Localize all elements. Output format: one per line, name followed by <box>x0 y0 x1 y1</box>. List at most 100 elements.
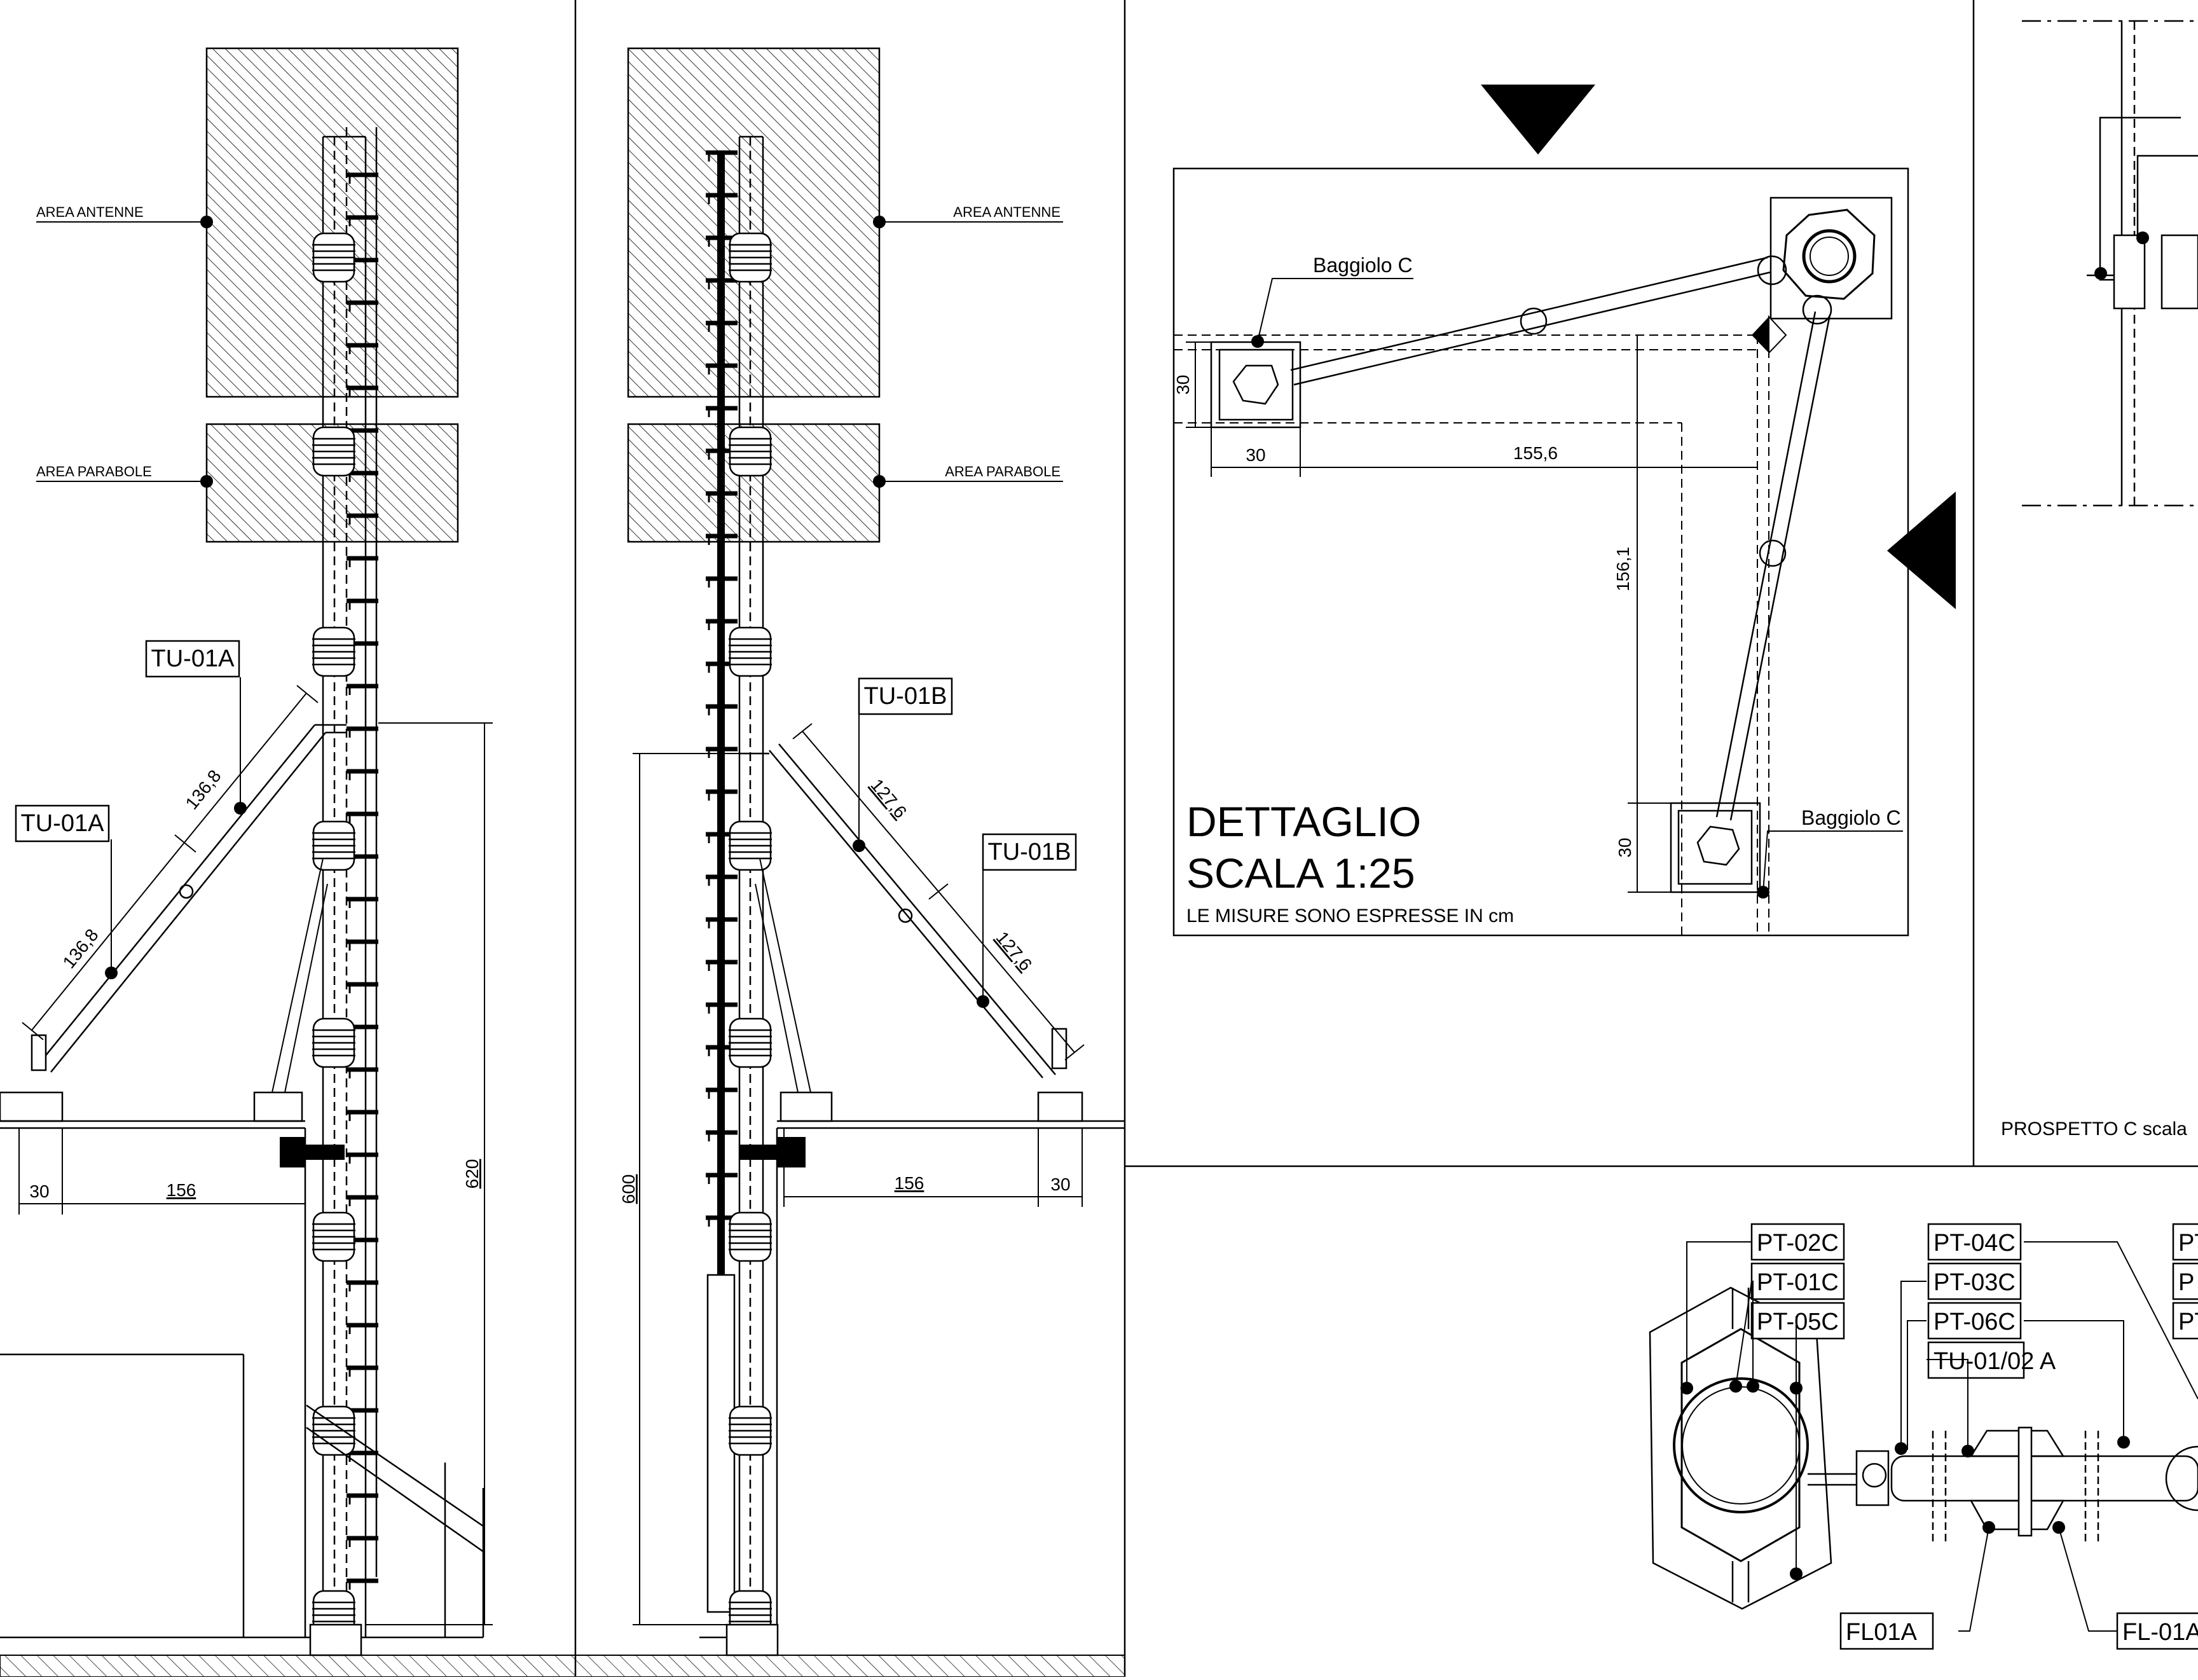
tag-tu01a-lower: TU-01A <box>21 810 105 837</box>
cable-ladder <box>717 153 725 1275</box>
mast-clamps <box>312 232 355 1641</box>
area-antenne-label: AREA ANTENNE <box>953 204 1061 220</box>
tag-tu01a-upper: TU-01A <box>151 645 235 672</box>
elevation-b: AREA ANTENNE AREA PARABOLE <box>619 47 1125 1656</box>
detail-note: LE MISURE SONO ESPRESSE IN cm <box>1186 905 1514 926</box>
leader-dot <box>1729 1380 1742 1393</box>
leader-dot <box>2117 1436 2130 1449</box>
label-baggiolo-top: Baggiolo C <box>1313 254 1413 277</box>
tag-box <box>145 640 240 678</box>
brace-foot <box>31 1034 47 1071</box>
brace-joint <box>179 884 194 899</box>
tag-box <box>2172 1223 2198 1261</box>
label-baggiolo-bottom: Baggiolo C <box>1801 806 1901 829</box>
clamp-tags: PT-02CPT-01CPT-05CPT-04CPT-03CPT-06CTU-0… <box>1750 1223 2198 1650</box>
clamp-tag-pt03c: PT-03C <box>1934 1269 2016 1296</box>
clamp-tag-fl01a: FL01A <box>1846 1619 1918 1646</box>
dim-offset: 156 <box>167 1180 196 1200</box>
mast-clamp-plan <box>1782 209 1876 300</box>
leader-dot <box>873 216 886 228</box>
ground-hatch <box>0 1655 1125 1677</box>
dim-155-6: 155,6 <box>1513 443 1558 463</box>
mast-section <box>1810 237 1849 276</box>
tag-box <box>1839 1612 1934 1650</box>
clamp-detail: PT-02CPT-01CPT-05CPT-04CPT-03CPT-06CTU-0… <box>1649 1223 2198 1650</box>
bolt <box>1862 1463 1887 1488</box>
dim-brace-lower: 127,6 <box>992 928 1036 975</box>
tag-box <box>1927 1302 2022 1340</box>
tag-box <box>1750 1262 1845 1300</box>
leader-dot <box>1790 1567 1803 1580</box>
leader-dot <box>1251 335 1264 348</box>
clamp-tag-pt01c: PT-01C <box>1757 1269 1839 1296</box>
leader-dot <box>1680 1382 1693 1394</box>
tube-coupler <box>1520 307 1548 335</box>
dim-base: 30 <box>1050 1174 1070 1194</box>
clamp-tag-pt02c: PT-02C <box>1757 1230 1839 1257</box>
tube-coupler <box>1757 255 1787 286</box>
anchor-plate <box>280 1137 305 1167</box>
dim-30-horizontal: 30 <box>1246 445 1265 465</box>
clamp-plate <box>1232 364 1279 405</box>
view-arrow-down <box>1481 85 1595 155</box>
leader-dot <box>1961 1445 1974 1457</box>
area-antenne-label: AREA ANTENNE <box>36 204 144 220</box>
dim-156-1: 156,1 <box>1613 547 1633 591</box>
tag-box <box>15 804 110 843</box>
area-parabole-label: AREA PARABOLE <box>945 464 1061 479</box>
area-antenne-hatch <box>627 47 881 398</box>
mast-section <box>1802 229 1857 284</box>
leader-dot <box>1747 1380 1759 1393</box>
tag-box <box>1927 1262 2022 1300</box>
mast-section <box>1682 1386 1800 1504</box>
clamp-tag-partial-1: PT <box>2178 1230 2198 1257</box>
clamp-plate <box>1696 825 1740 866</box>
plan-detail: Baggiolo C Baggiolo C 30 30 155,6 156,1 … <box>1172 85 1956 937</box>
leader-dot <box>1982 1521 1995 1534</box>
leader-dot <box>200 216 213 228</box>
leader-dot <box>200 475 213 488</box>
tag-box <box>858 677 953 715</box>
clamp-tag-pt04c: PT-04C <box>1934 1230 2016 1257</box>
detail-frame <box>1172 167 1909 937</box>
view-arrow-left <box>1887 492 1956 609</box>
tube-coupler <box>1802 294 1832 325</box>
sheet-frame <box>574 0 2198 1677</box>
leader-dot <box>2094 267 2107 280</box>
mast-clamps <box>729 232 772 1641</box>
area-antenne-hatch <box>205 47 459 398</box>
clamp-tag-pt06c: PT-06C <box>1934 1309 2016 1335</box>
prospetto-caption: PROSPETTO C scala <box>2001 1119 2187 1140</box>
clamp-tag-partial-3: PT <box>2178 1309 2198 1335</box>
leader-dot <box>1895 1442 1907 1455</box>
tag-box <box>2172 1302 2198 1340</box>
tag-box <box>1750 1302 1845 1340</box>
anchor-plate <box>305 1145 345 1160</box>
anchor-plate <box>777 1137 806 1167</box>
leader-dot <box>2136 231 2149 244</box>
tag-box <box>2172 1262 2198 1300</box>
ladder-rungs <box>347 172 378 1590</box>
clamp-tag-fl01-partial: FL-01A <box>2122 1619 2198 1646</box>
leader-dot <box>1757 886 1769 899</box>
detail-title-line1: DETTAGLIO <box>1186 798 1421 845</box>
dim-30-vertical-bottom: 30 <box>1615 837 1635 857</box>
detail-title-line2: SCALA 1:25 <box>1186 850 1415 897</box>
tag-tu01b-upper: TU-01B <box>864 683 947 710</box>
clamp-tag-pt05c: PT-05C <box>1757 1309 1839 1335</box>
tube-coupler <box>1759 539 1787 567</box>
mast-base <box>725 1623 779 1656</box>
leader-dot <box>2052 1521 2065 1534</box>
area-parabole-label: AREA PARABOLE <box>36 464 152 479</box>
clamp-tag-partial-2: P <box>2178 1269 2194 1296</box>
tag-box <box>1927 1223 2022 1261</box>
tag-tu01b-lower: TU-01B <box>988 839 1071 865</box>
dim-30-vertical-left: 30 <box>1173 375 1193 394</box>
diamond-marker <box>1752 317 1769 353</box>
diamond-marker <box>1768 315 1787 355</box>
dim-brace-upper: 136,8 <box>182 766 225 813</box>
dim-height: 600 <box>619 1174 638 1204</box>
dim-base: 30 <box>29 1181 49 1201</box>
leader <box>1762 830 1903 893</box>
